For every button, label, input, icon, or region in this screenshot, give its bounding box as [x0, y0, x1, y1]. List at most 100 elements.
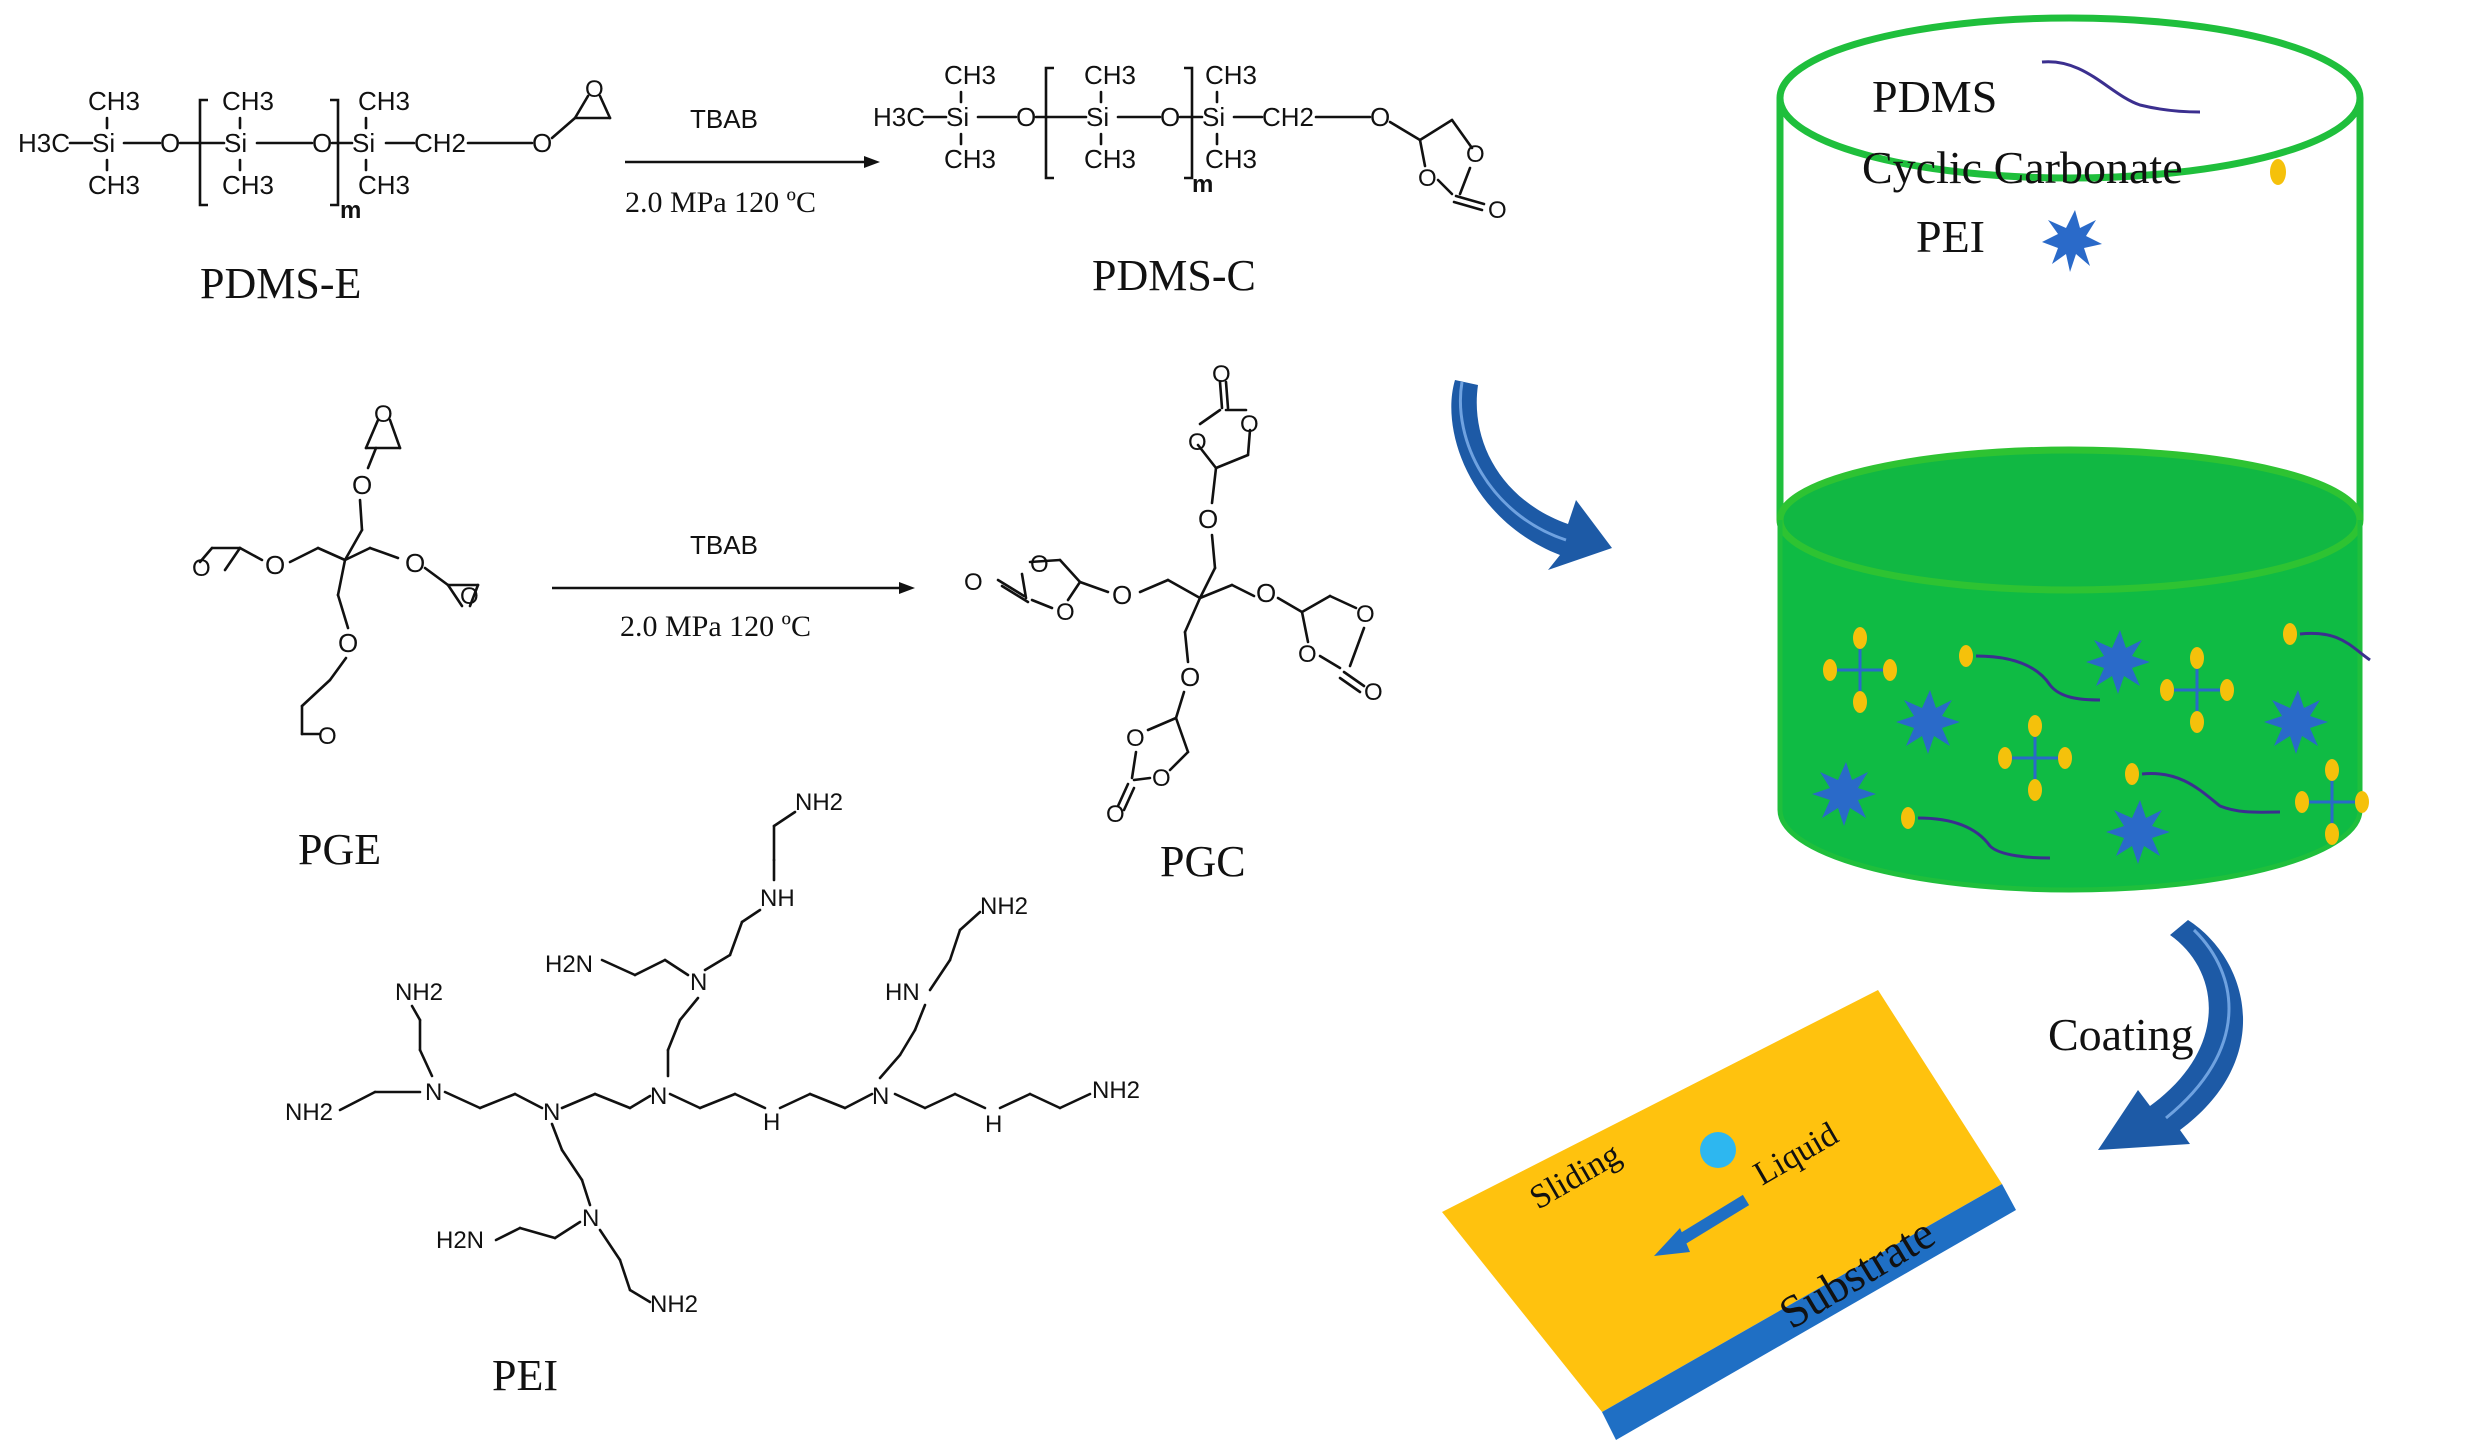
atom-label: NH2 [980, 893, 1028, 920]
conditions-label: 2.0 MPa 120 ºC [620, 610, 811, 643]
atom-label: Si [1202, 102, 1225, 132]
atom-label: CH3 [944, 60, 996, 90]
atom-label: NH2 [1092, 1077, 1140, 1104]
atom-label: Si [1086, 102, 1109, 132]
atom-label: H [985, 1111, 1002, 1138]
pei-structure: NH2 NH N H2N NH2 N NH2 N N H [285, 789, 1140, 1318]
atom-label: HN [885, 979, 920, 1006]
atom-label: O [1298, 641, 1317, 668]
atom-label: O [318, 723, 337, 750]
catalyst-label: TBAB [690, 104, 758, 134]
atom-label: CH3 [358, 86, 410, 116]
atom-label: O [265, 550, 285, 580]
pdms-e-structure: H3C Si CH3 CH3 O Si CH3 CH3 O m Si CH3 C… [18, 76, 612, 224]
atom-label: N [872, 1083, 889, 1110]
atom-label: O [964, 569, 983, 596]
pgc-molecule-icon [1998, 715, 2072, 801]
liquid-droplet-icon [1700, 1132, 1736, 1168]
atom-label: O [1370, 102, 1390, 132]
atom-label: O [1198, 504, 1218, 534]
legend-pdms-label: PDMS [1872, 71, 1997, 122]
sliding-arrow-icon [1654, 1194, 1750, 1256]
mixing-arrow [1451, 380, 1612, 570]
atom-label: O [160, 128, 180, 158]
atom-label: O [1256, 578, 1276, 608]
atom-label: Si [946, 102, 969, 132]
atom-label: Si [92, 128, 115, 158]
atom-label: CH3 [944, 144, 996, 174]
atom-label: O [405, 548, 425, 578]
atom-label: N [582, 1205, 599, 1232]
atom-label: O [1160, 102, 1180, 132]
pdms-c-chain-icon [2125, 763, 2281, 814]
atom-label: NH2 [650, 1291, 698, 1318]
atom-label: O [1364, 679, 1383, 706]
cyclic-carbonate-dot-icon [2270, 159, 2286, 185]
atom-label: N [690, 969, 707, 996]
pei-star-icon [2264, 690, 2328, 754]
atom-label: H3C [18, 128, 70, 158]
atom-label: O [1240, 411, 1259, 438]
pgc-molecule-icon [2160, 647, 2234, 733]
pdms-c-chain-icon [1959, 645, 2101, 702]
atom-label: O [1152, 765, 1171, 792]
substrate-layer [1602, 1184, 2016, 1440]
reaction2-arrow: TBAB 2.0 MPa 120 ºC [552, 530, 915, 643]
conditions-label: 2.0 MPa 120 ºC [625, 186, 816, 219]
atom-label: CH3 [222, 170, 274, 200]
atom-label: O [1188, 429, 1207, 456]
coated-substrate: Substrate Sliding Liquid [1442, 990, 2016, 1440]
pge-structure: O O O O O O O O [192, 401, 480, 750]
atom-label: O [312, 128, 332, 158]
pei-star-icon [1896, 690, 1960, 754]
atom-label: CH3 [88, 86, 140, 116]
atom-label: O [1488, 197, 1507, 224]
atom-label: CH2 [414, 128, 466, 158]
pei-star-icon [2086, 630, 2150, 694]
atom-label: O [192, 555, 211, 582]
atom-label: N [425, 1079, 442, 1106]
pdms-e-label: PDMS-E [200, 259, 361, 308]
atom-label: O [1112, 580, 1132, 610]
pdms-c-chain-icon [2283, 623, 2371, 662]
beaker-contents [1812, 623, 2371, 864]
atom-label: N [543, 1099, 560, 1126]
atom-label: H2N [545, 951, 593, 978]
coating-label: Coating [2048, 1009, 2194, 1060]
atom-label: O [352, 470, 372, 500]
atom-label: O [585, 76, 604, 103]
atom-label: N [650, 1083, 667, 1110]
atom-label: O [1180, 662, 1200, 692]
atom-label: O [374, 401, 393, 428]
atom-label: NH2 [285, 1099, 333, 1126]
repeat-index: m [340, 197, 361, 224]
atom-label: O [460, 583, 479, 610]
atom-label: NH2 [795, 789, 843, 816]
atom-label: CH2 [1262, 102, 1314, 132]
atom-label: NH [760, 885, 795, 912]
atom-label: H3C [873, 102, 925, 132]
atom-label: NH2 [395, 979, 443, 1006]
atom-label: O [1106, 801, 1125, 828]
atom-label: CH3 [1205, 144, 1257, 174]
atom-label: O [338, 628, 358, 658]
atom-label: CH3 [1084, 60, 1136, 90]
pdms-c-structure: H3C Si CH3 CH3 O Si CH3 CH3 O m Si CH3 C… [873, 60, 1507, 224]
pgc-molecule-icon [1823, 627, 1897, 713]
pgc-structure: O O O O O O O O O O O [964, 361, 1383, 828]
atom-label: H2N [436, 1227, 484, 1254]
legend-cyclic-carbonate-label: Cyclic Carbonate [1862, 142, 2183, 193]
pei-label: PEI [492, 1351, 558, 1400]
atom-label: CH3 [1205, 60, 1257, 90]
legend-pei-label: PEI [1916, 211, 1985, 262]
pgc-label: PGC [1160, 837, 1246, 886]
pei-star-icon [2042, 210, 2102, 272]
atom-label: O [1466, 141, 1485, 168]
atom-label: O [1126, 725, 1145, 752]
atom-label: Si [352, 128, 375, 158]
atom-label: O [1418, 165, 1437, 192]
pei-star-icon [2106, 800, 2170, 864]
reaction1-arrow: TBAB 2.0 MPa 120 ºC [625, 104, 880, 219]
atom-label: CH3 [1084, 144, 1136, 174]
atom-label: O [1212, 361, 1231, 388]
